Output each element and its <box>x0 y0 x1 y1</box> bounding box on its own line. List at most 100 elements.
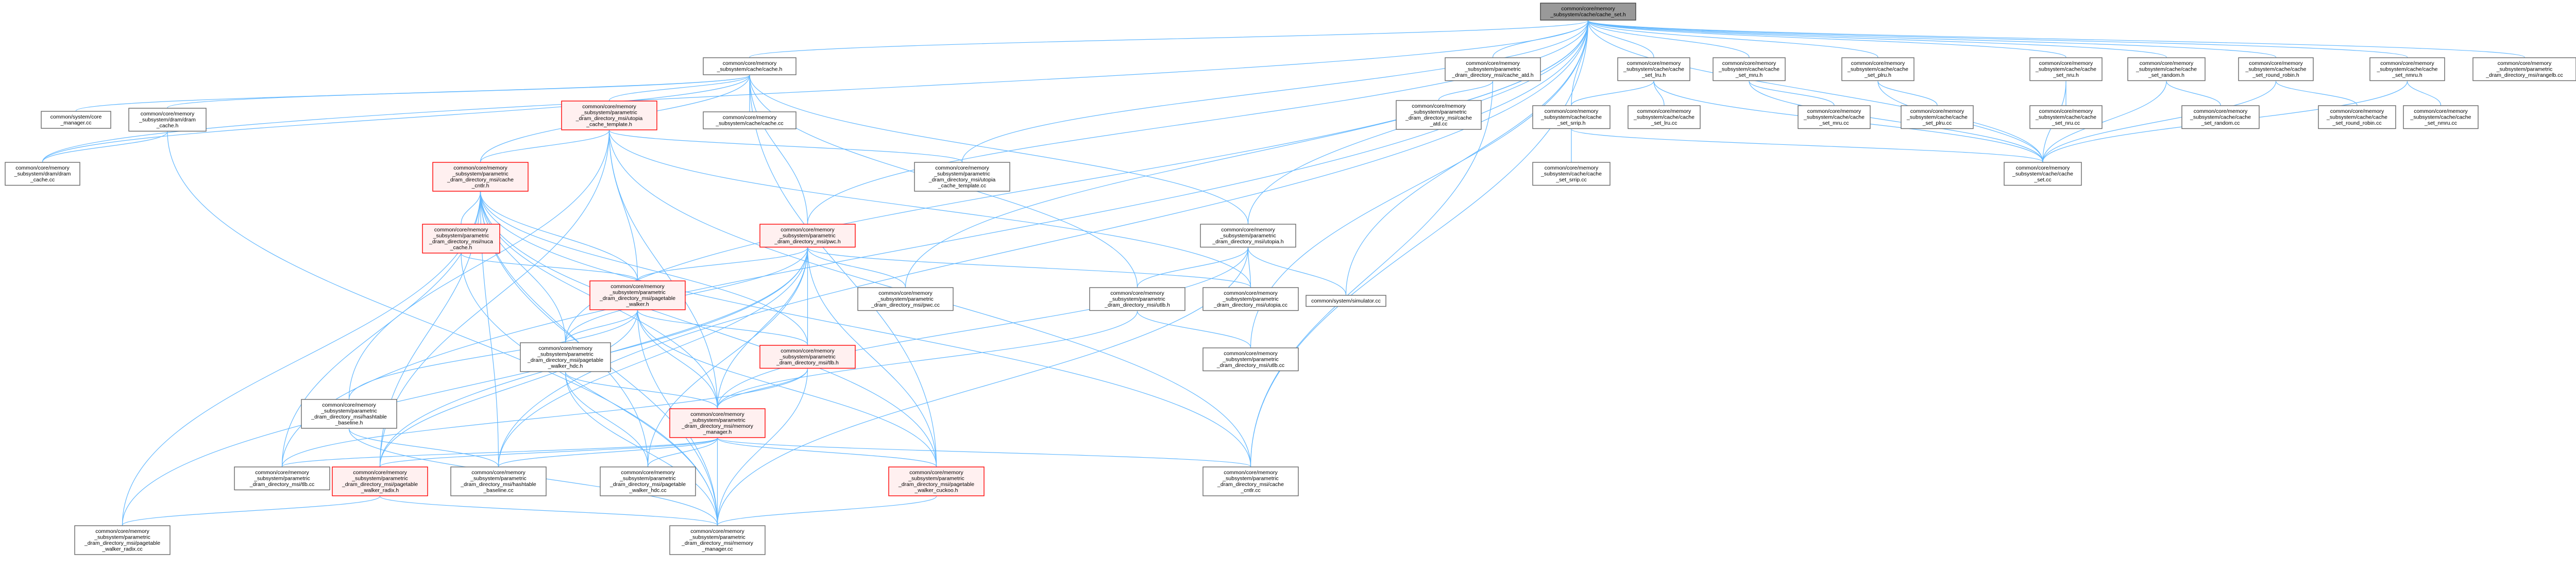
file-node-cache-set-mru-cc[interactable]: common/core/memory_subsystem/cache/cache… <box>1798 105 1871 129</box>
file-node-rangelb-cc[interactable]: common/core/memory_subsystem/parametric_… <box>2472 57 2576 81</box>
node-label-line: common/core/memory <box>141 111 195 117</box>
file-node-cache-set-random-cc[interactable]: common/core/memory_subsystem/cache/cache… <box>2181 105 2260 129</box>
file-node-utopia-cc[interactable]: common/core/memory_subsystem/parametric_… <box>1202 287 1299 311</box>
file-node-cache-atd-cc[interactable]: common/core/memory_subsystem/parametric_… <box>1396 100 1482 130</box>
node-label-line: common/core/memory <box>935 165 989 171</box>
include-edge <box>1569 81 1654 109</box>
file-node-pwc-h[interactable]: common/core/memory_subsystem/parametric_… <box>759 224 856 248</box>
file-node-tlb-h[interactable]: common/core/memory_subsystem/parametric_… <box>759 345 856 369</box>
file-node-memory-manager-cc[interactable]: common/core/memory_subsystem/parametric_… <box>669 525 766 555</box>
node-label-line: _subsystem/parametric <box>1410 109 1467 115</box>
node-label-line: _subsystem/dram/dram <box>14 171 71 177</box>
file-node-cache-set-nru-h[interactable]: common/core/memory_subsystem/cache/cache… <box>2029 57 2103 81</box>
node-label-line: _set_mru.cc <box>1819 120 1849 126</box>
file-node-dram-cache-cc[interactable]: common/core/memory_subsystem/dram/dram_c… <box>5 162 80 186</box>
file-node-simulator-cc[interactable]: common/system/simulator.cc <box>1306 295 1386 307</box>
file-node-cache-set-lru-h[interactable]: common/core/memory_subsystem/cache/cache… <box>1617 57 1690 81</box>
node-label-line: _subsystem/parametric <box>779 233 836 239</box>
node-label-line: common/core/memory <box>781 227 835 233</box>
include-edge <box>1587 20 2045 166</box>
node-label-line: common/core/memory <box>1221 227 1275 233</box>
node-box <box>2127 57 2206 81</box>
file-node-cache-set-lru-cc[interactable]: common/core/memory_subsystem/cache/cache… <box>1628 105 1701 129</box>
node-label-line: _subsystem/parametric <box>1222 357 1279 363</box>
node-label-line: common/core/memory <box>2140 60 2194 66</box>
file-node-sys-manager-cc[interactable]: common/system/core_manager.cc <box>41 111 111 129</box>
file-node-cache-atd-h[interactable]: common/core/memory_subsystem/parametric_… <box>1445 57 1541 81</box>
node-label-line: _subsystem/cache/cache <box>2410 114 2471 121</box>
file-node-pagetable-walker-hdc-cc[interactable]: common/core/memory_subsystem/parametric_… <box>600 466 696 496</box>
include-edge <box>167 131 720 529</box>
include-edge <box>480 191 650 471</box>
node-label-line: _subsystem/parametric <box>1222 476 1279 482</box>
file-node-cache-set-nru-cc[interactable]: common/core/memory_subsystem/cache/cache… <box>2029 105 2103 129</box>
file-node-pagetable-walker-cuckoo-h[interactable]: common/core/memory_subsystem/parametric_… <box>888 466 985 496</box>
node-label-line: common/core/memory <box>1627 60 1681 66</box>
node-label-line: _subsystem/cache/cache <box>1623 66 1684 73</box>
node-box <box>2318 105 2396 129</box>
file-node-hashtable-baseline-cc[interactable]: common/core/memory_subsystem/parametric_… <box>450 466 547 496</box>
node-label-line: _set_nmru.cc <box>2424 120 2457 126</box>
file-node-cache-set-round-robin-h[interactable]: common/core/memory_subsystem/cache/cache… <box>2238 57 2314 81</box>
file-node-pagetable-walker-h[interactable]: common/core/memory_subsystem/parametric_… <box>589 280 686 310</box>
file-node-utopia-h[interactable]: common/core/memory_subsystem/parametric_… <box>1200 224 1296 248</box>
include-edge <box>607 75 750 105</box>
node-box <box>1532 162 1611 186</box>
file-node-nuca-cache-h[interactable]: common/core/memory_subsystem/parametric_… <box>422 224 500 254</box>
node-box <box>1901 105 1974 129</box>
file-node-dram-cache-h[interactable]: common/core/memory_subsystem/dram/dram_c… <box>128 108 207 132</box>
file-node-pwc-cc[interactable]: common/core/memory_subsystem/parametric_… <box>857 287 954 311</box>
file-node-cache-set-cc[interactable]: common/core/memory_subsystem/cache/cache… <box>2004 162 2082 186</box>
node-layer: common/core/memory_subsystem/cache/cache… <box>5 3 2576 555</box>
file-node-cache-set-srrip-h[interactable]: common/core/memory_subsystem/cache/cache… <box>1532 105 1611 129</box>
node-label-line: _set_random.cc <box>2201 120 2240 126</box>
node-box <box>1202 466 1299 496</box>
file-node-memory-manager-h[interactable]: common/core/memory_subsystem/parametric_… <box>669 408 766 438</box>
file-node-utopia-cache-template-h[interactable]: common/core/memory_subsystem/parametric_… <box>561 101 657 130</box>
node-label-line: common/core/memory <box>1110 290 1164 296</box>
file-node-cache-cc[interactable]: common/core/memory_subsystem/cache/cache… <box>703 111 796 129</box>
include-edge <box>1587 20 2279 61</box>
node-label-line: _baseline.h <box>335 420 363 426</box>
include-edge <box>480 191 939 471</box>
file-node-utlb-h[interactable]: common/core/memory_subsystem/parametric_… <box>1089 287 1185 311</box>
include-edge <box>40 131 168 166</box>
include-edge <box>347 310 638 403</box>
node-label-line: _set_round_robin.h <box>2252 72 2299 78</box>
file-node-hashtable-baseline-h[interactable]: common/core/memory_subsystem/parametric_… <box>301 399 397 429</box>
node-box <box>1200 224 1296 248</box>
node-label-line: _set_lru.h <box>1641 72 1666 78</box>
include-edge <box>637 310 720 412</box>
node-label-line: _manager.cc <box>701 546 733 553</box>
node-label-line: _subsystem/parametric <box>877 296 934 303</box>
node-label-line: common/core/memory <box>2016 165 2070 171</box>
node-box <box>669 525 766 555</box>
node-label-line: _subsystem/dram/dram <box>139 117 196 123</box>
file-node-cache-set-random-h[interactable]: common/core/memory_subsystem/cache/cache… <box>2127 57 2206 81</box>
include-edge <box>496 438 718 471</box>
file-node-cache-set-srrip-cc[interactable]: common/core/memory_subsystem/cache/cache… <box>1532 162 1611 186</box>
node-box <box>589 280 686 310</box>
file-node-cache-set-mru-h[interactable]: common/core/memory_subsystem/cache/cache… <box>1713 57 1786 81</box>
file-node-utopia-cache-template-cc[interactable]: common/core/memory_subsystem/parametric_… <box>914 162 1010 192</box>
include-edge <box>715 311 1138 412</box>
node-label-line: _dram_directory_msi/pagetable <box>527 357 603 363</box>
file-node-pagetable-walker-radix-h[interactable]: common/core/memory_subsystem/parametric_… <box>332 466 428 496</box>
include-edge <box>1137 311 1253 352</box>
file-node-cache-set-nmru-cc[interactable]: common/core/memory_subsystem/cache/cache… <box>2403 105 2479 129</box>
file-node-cache-cntlr-h[interactable]: common/core/memory_subsystem/parametric_… <box>432 162 529 192</box>
file-node-pagetable-walker-radix-cc[interactable]: common/core/memory_subsystem/parametric_… <box>74 525 171 555</box>
file-node-cache-set-nmru-h[interactable]: common/core/memory_subsystem/cache/cache… <box>2369 57 2445 81</box>
file-node-pagetable-walker-hdc-h[interactable]: common/core/memory_subsystem/parametric_… <box>520 342 611 372</box>
include-edge <box>1653 81 1667 109</box>
include-edge <box>1436 81 1494 104</box>
file-node-cache-set-round-robin-cc[interactable]: common/core/memory_subsystem/cache/cache… <box>2318 105 2396 129</box>
file-node-tlb-cc[interactable]: common/core/memory_subsystem/parametric_… <box>234 466 330 491</box>
file-node-cache-h[interactable]: common/core/memory_subsystem/cache/cache… <box>703 57 796 75</box>
file-node-cache-set-plru-h[interactable]: common/core/memory_subsystem/cache/cache… <box>1841 57 1914 81</box>
file-node-utlb-cc[interactable]: common/core/memory_subsystem/parametric_… <box>1202 347 1299 372</box>
file-node-cache-set-plru-cc[interactable]: common/core/memory_subsystem/cache/cache… <box>1901 105 1974 129</box>
node-label-line: _subsystem/parametric <box>689 417 745 424</box>
file-node-cache-cntlr-cc[interactable]: common/core/memory_subsystem/parametric_… <box>1202 466 1299 496</box>
node-box <box>332 466 428 496</box>
